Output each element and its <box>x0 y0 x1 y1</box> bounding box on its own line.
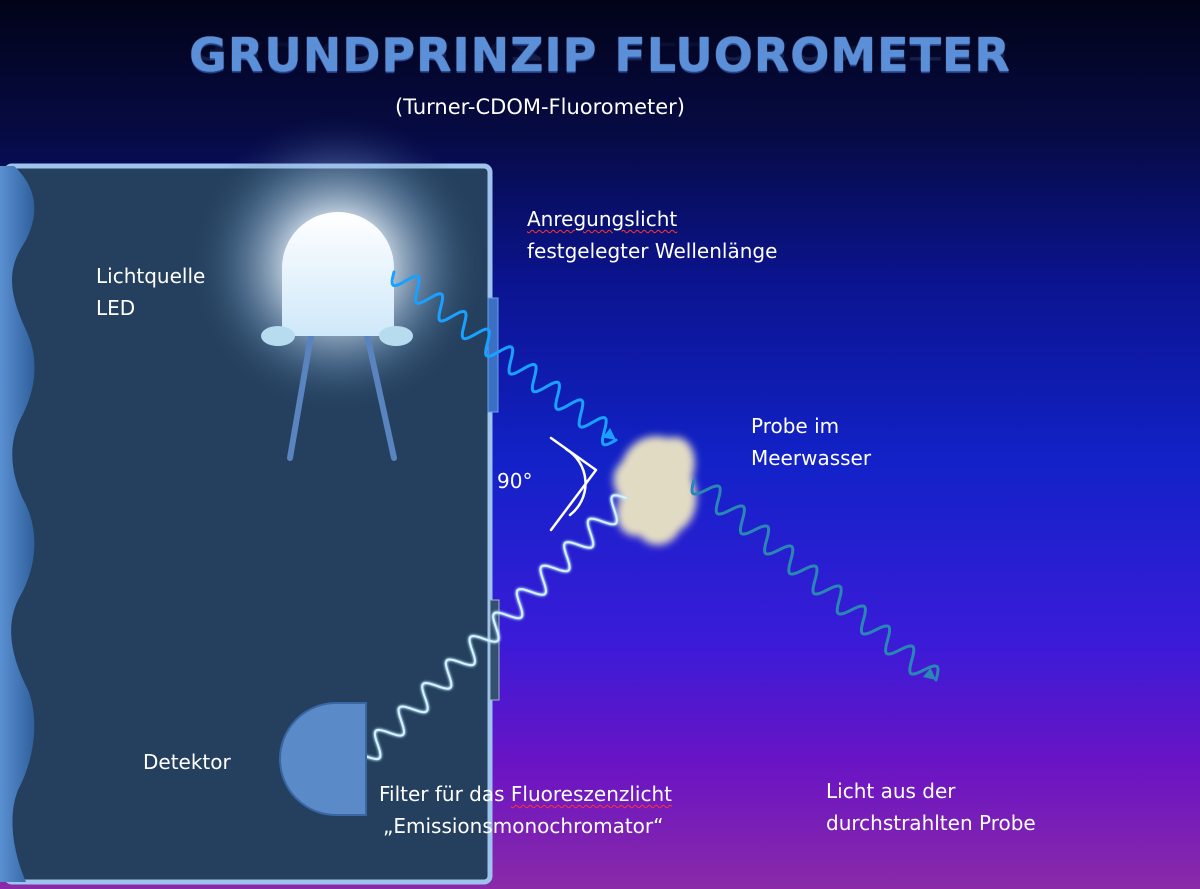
subtitle-text: (Turner-CDOM-Fluorometer) <box>394 95 685 119</box>
filter-label-prefix: Filter für das <box>379 782 511 806</box>
angle-label: 90° <box>497 469 533 493</box>
sample-label: Probe im Meerwasser <box>751 410 871 474</box>
emission-light-wave-core <box>350 494 627 769</box>
transmitted-label-line1: Licht aus der <box>826 779 956 803</box>
transmitted-label: Licht aus der durchstrahlten Probe <box>826 775 1036 839</box>
light-source-label-line1: Lichtquelle <box>96 264 206 288</box>
excitation-label-line2: festgelegter Wellenlänge <box>527 239 778 263</box>
detector-icon <box>279 702 367 816</box>
emission-filter-window <box>489 599 500 701</box>
led-leg-left <box>287 327 315 461</box>
led-leg-right <box>363 327 397 461</box>
housing-left-wall <box>0 166 35 882</box>
transmitted-arrowhead <box>922 667 936 680</box>
detector-label: Detektor <box>143 750 231 774</box>
transmitted-light-wave <box>690 478 940 682</box>
led-base-left <box>261 326 295 346</box>
page-title: GRUNDPRINZIP FLUOROMETER <box>189 28 1011 82</box>
filter-label-line2: „Emissionsmonochromator“ <box>383 814 664 838</box>
excitation-label: Anregungslicht festgelegter Wellenlänge <box>527 203 777 267</box>
angle-marker-icon <box>549 436 598 532</box>
led-body <box>282 212 394 336</box>
led-base-right <box>379 326 413 346</box>
light-source-label: Lichtquelle LED <box>96 260 205 324</box>
transmitted-label-line2: durchstrahlten Probe <box>826 811 1036 835</box>
page-subtitle: (Turner-CDOM-Fluorometer) <box>0 95 1080 119</box>
excitation-arrowhead <box>602 428 616 440</box>
excitation-label-line1: Anregungslicht <box>527 207 678 231</box>
sample-label-line1: Probe im <box>751 414 840 438</box>
sample-label-line2: Meerwasser <box>751 446 872 470</box>
filter-label: Filter für das Fluoreszenzlicht „Emissio… <box>379 778 672 842</box>
excitation-light-wave <box>390 270 618 447</box>
sample-blob <box>613 436 697 546</box>
filter-label-word: Fluoreszenzlicht <box>510 782 673 806</box>
light-source-label-line2: LED <box>96 296 136 320</box>
